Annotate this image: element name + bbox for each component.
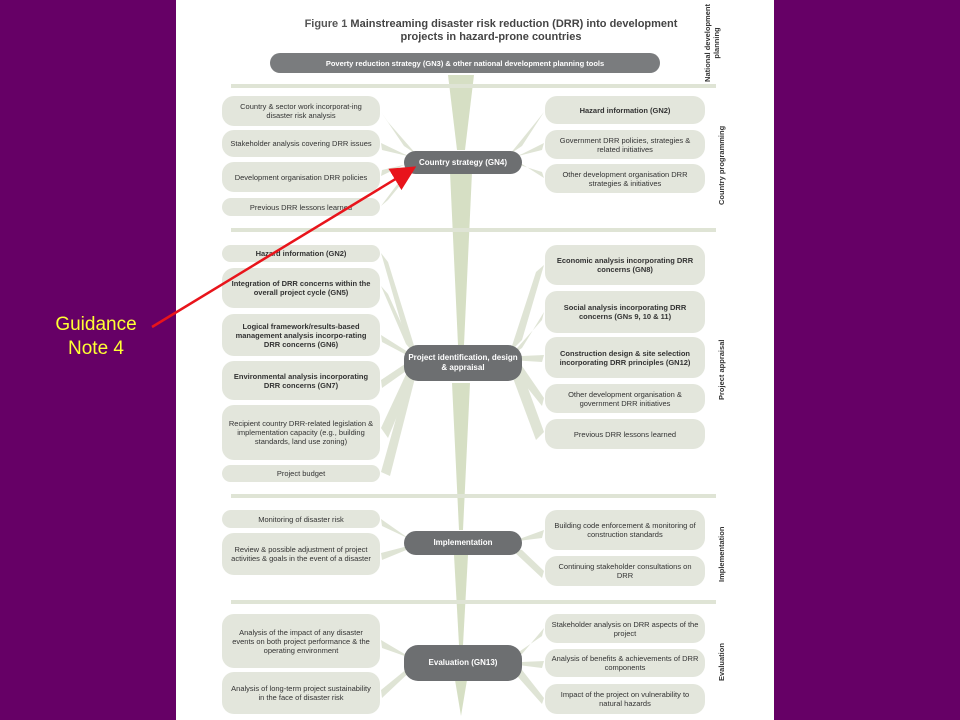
figure-page: Figure 1 Mainstreaming disaster risk red… xyxy=(176,0,774,720)
funnel-country xyxy=(448,75,474,150)
box-other-dev-org: Other development organisation DRR strat… xyxy=(545,164,705,193)
box-benefits-achievements: Analysis of benefits & achievements of D… xyxy=(545,649,705,677)
box-hazard-information-2: Hazard information (GN2) xyxy=(222,245,380,262)
funnel-implementation xyxy=(452,383,470,530)
box-impact-disaster-events: Analysis of the impact of any disaster e… xyxy=(222,614,380,668)
box-monitoring-risk: Monitoring of disaster risk xyxy=(222,510,380,528)
box-country-sector-work: Country & sector work incorporat-ing dis… xyxy=(222,96,380,126)
box-building-code: Building code enforcement & monitoring o… xyxy=(545,510,705,550)
box-recipient-legislation: Recipient country DRR-related legislatio… xyxy=(222,405,380,460)
box-other-dev-gov-initiatives: Other development organisation & governm… xyxy=(545,384,705,413)
box-economic-analysis: Economic analysis incorporating DRR conc… xyxy=(545,245,705,285)
box-government-policies: Government DRR policies, strategies & re… xyxy=(545,130,705,159)
box-stakeholder-analysis-drr: Stakeholder analysis on DRR aspects of t… xyxy=(545,614,705,643)
box-previous-lessons-2: Previous DRR lessons learned xyxy=(545,419,705,449)
section-divider xyxy=(231,84,716,88)
guidance-note-label: Guidance Note 4 xyxy=(55,314,137,359)
figure-title: Figure 1 Mainstreaming disaster risk red… xyxy=(276,18,706,44)
figure-title-line1: Mainstreaming disaster risk reduction (D… xyxy=(350,18,678,30)
figure-label: Figure 1 xyxy=(304,18,348,30)
box-environmental-analysis: Environmental analysis incorporating DRR… xyxy=(222,361,380,400)
section-divider xyxy=(231,600,716,604)
box-project-budget: Project budget xyxy=(222,465,380,482)
box-review-adjustment: Review & possible adjustment of project … xyxy=(222,533,380,575)
hub-evaluation: Evaluation (GN13) xyxy=(404,645,522,681)
section-divider xyxy=(231,228,716,232)
box-dev-org-policies: Development organisation DRR policies xyxy=(222,162,380,192)
section-divider xyxy=(231,494,716,498)
funnel-appraisal xyxy=(450,172,472,345)
box-construction-design: Construction design & site selection inc… xyxy=(545,337,705,378)
hub-country-strategy: Country strategy (GN4) xyxy=(404,151,522,174)
box-social-analysis: Social analysis incorporating DRR concer… xyxy=(545,291,705,333)
funnel-end xyxy=(455,680,467,716)
box-stakeholder-analysis: Stakeholder analysis covering DRR issues xyxy=(222,130,380,157)
box-stakeholder-consultations: Continuing stakeholder consultations on … xyxy=(545,556,705,586)
box-integration-drr: Integration of DRR concerns within the o… xyxy=(222,268,380,308)
poverty-reduction-bar: Poverty reduction strategy (GN3) & other… xyxy=(270,53,660,73)
box-long-term-sustainability: Analysis of long-term project sustainabi… xyxy=(222,672,380,714)
box-hazard-information: Hazard information (GN2) xyxy=(545,96,705,124)
box-logical-framework: Logical framework/results-based manageme… xyxy=(222,314,380,356)
figure-title-line2: projects in hazard-prone countries xyxy=(400,31,582,43)
box-vulnerability-impact: Impact of the project on vulnerability t… xyxy=(545,684,705,714)
hub-implementation: Implementation xyxy=(404,531,522,555)
hub-project-identification: Project identification, design & apprais… xyxy=(404,345,522,381)
